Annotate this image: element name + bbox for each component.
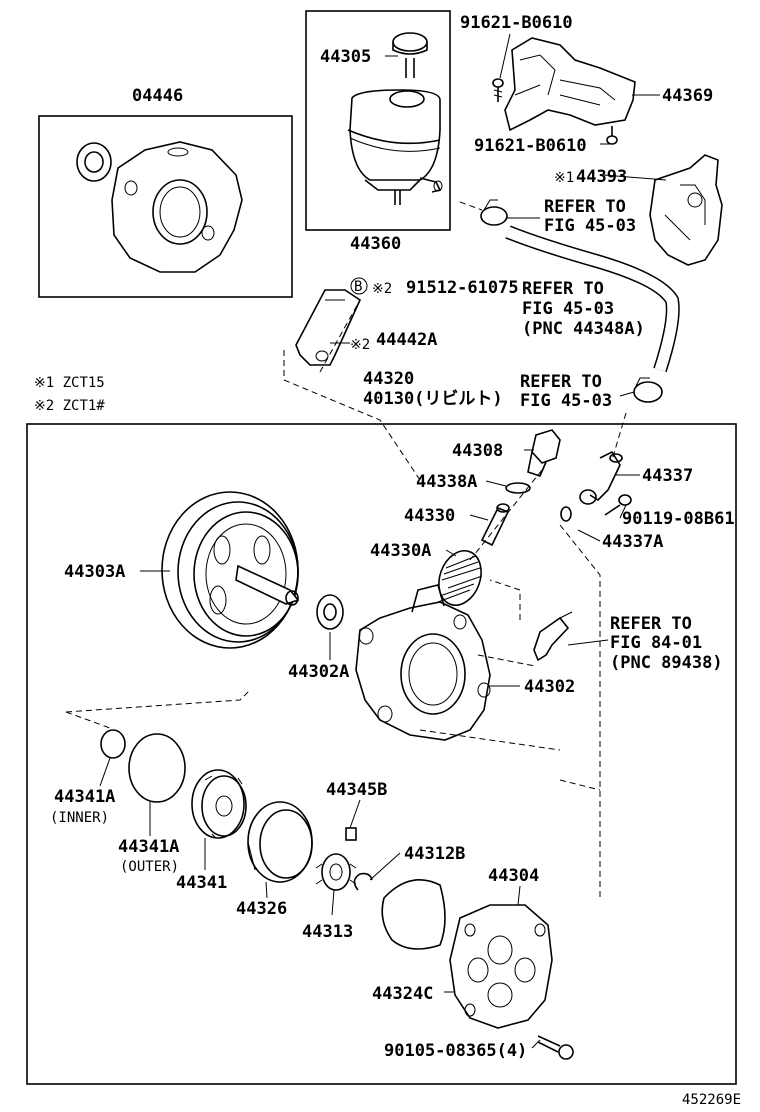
label-ref3-line2: FIG 45-03 [520, 391, 612, 411]
label-44337a: 44337A [602, 532, 663, 552]
label-44360: 44360 [350, 234, 401, 254]
label-44324c: 44324C [372, 984, 433, 1004]
rotor-44313 [315, 853, 357, 891]
label-ref1-line2: FIG 45-03 [544, 216, 636, 236]
note-1: ※1 ZCT15 [34, 375, 105, 391]
label-ref4-line3: (PNC 89438) [610, 653, 723, 673]
note-2: ※2 ZCT1# [34, 398, 105, 414]
label-ref2-line1: REFER TO [522, 279, 604, 299]
label-44341: 44341 [176, 873, 227, 893]
label-outer: (OUTER) [120, 859, 179, 875]
plate-44341 [191, 769, 247, 839]
reservoir-44360 [347, 32, 443, 205]
label-44312b: 44312B [404, 844, 465, 864]
union-44337 [579, 450, 623, 505]
label-ref2-line3: (PNC 44348A) [522, 319, 645, 339]
label-44313: 44313 [302, 922, 353, 942]
label-44304: 44304 [488, 866, 539, 886]
bearing-44302a [316, 594, 344, 630]
snapring-44312b [353, 872, 373, 891]
label-ref2-line2: FIG 45-03 [522, 299, 614, 319]
label-44341a-outer: 44341A [118, 837, 179, 857]
label-90105: 90105-08365(4) [384, 1041, 527, 1061]
label-40130: 40130(リビルト) [363, 389, 503, 409]
label-44369: 44369 [662, 86, 713, 106]
label-44305: 44305 [320, 47, 371, 67]
label-44442a: 44442A [376, 330, 437, 350]
ring-44326 [247, 801, 313, 883]
label-91621-lower: 91621-B0610 [474, 136, 587, 156]
spring-44330a [437, 550, 483, 606]
label-ref4-line2: FIG 84-01 [610, 633, 702, 653]
bolt-90119 [604, 494, 632, 516]
label-44320: 44320 [363, 369, 414, 389]
bolt-91621-lower [606, 126, 618, 145]
label-91621-upper: 91621-B0610 [460, 13, 573, 33]
label-inner: (INNER) [50, 810, 109, 826]
oring-44337a [560, 506, 572, 522]
label-44303a: 44303A [64, 562, 125, 582]
mark-1: ※1 [554, 170, 574, 186]
assembly-dashes [65, 201, 627, 900]
pulley-44303a [161, 491, 300, 649]
bolt-90105 [537, 1035, 574, 1060]
oring-44338a [505, 482, 531, 494]
gasket-kit-04446 [76, 141, 243, 273]
figure-number: 452269E [682, 1092, 741, 1108]
label-ref1-line1: REFER TO [544, 197, 626, 217]
label-44330a: 44330A [370, 541, 431, 561]
valve-44330 [480, 503, 510, 547]
label-90119: 90119-08B61 [622, 509, 735, 529]
label-44338a: 44338A [416, 472, 477, 492]
label-44326: 44326 [236, 899, 287, 919]
label-04446: 04446 [132, 86, 183, 106]
circle-b-marker [350, 277, 368, 295]
label-91512: 91512-61075 [406, 278, 519, 298]
sensor-89438 [533, 611, 573, 662]
housing-44302 [355, 584, 491, 741]
label-44345b: 44345B [326, 780, 387, 800]
hose-clamp-lower [633, 377, 663, 403]
label-44302a: 44302A [288, 662, 349, 682]
oring-44341a-outer [128, 733, 186, 803]
label-44341a-inner: 44341A [54, 787, 115, 807]
cover-44393 [649, 154, 723, 266]
gasket-44324c [381, 878, 446, 950]
label-44330: 44330 [404, 506, 455, 526]
union-44308 [527, 429, 561, 477]
label-44308: 44308 [452, 441, 503, 461]
bracket-44369 [492, 37, 636, 145]
frame-04446 [38, 115, 293, 298]
circle-b-text: B [354, 279, 362, 295]
frame-44320 [26, 423, 737, 1085]
mark-2a: ※2 [372, 281, 392, 297]
label-44393: 44393 [576, 167, 627, 187]
label-44302: 44302 [524, 677, 575, 697]
bolt-91621-upper [492, 78, 504, 102]
label-44337: 44337 [642, 466, 693, 486]
pin-44345b [345, 827, 357, 841]
cover-44304 [449, 904, 553, 1029]
leader-lines [99, 33, 667, 1049]
oring-44341a-inner [100, 729, 126, 759]
label-ref4-line1: REFER TO [610, 614, 692, 634]
frame-44360 [305, 10, 451, 231]
mark-2b: ※2 [350, 337, 370, 353]
hose-clamp-upper [480, 199, 508, 226]
bracket-44442a [295, 289, 362, 373]
label-ref3-line1: REFER TO [520, 372, 602, 392]
